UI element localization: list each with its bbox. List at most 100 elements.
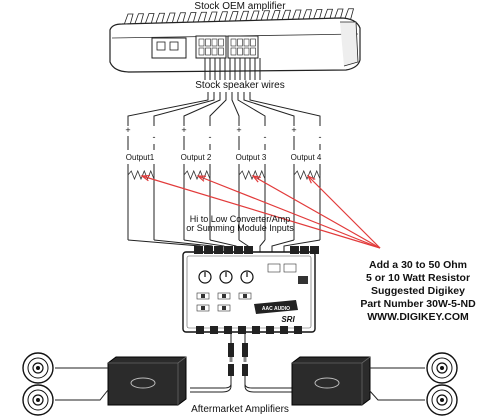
speaker-wires-label: Stock speaker wires bbox=[195, 80, 284, 91]
heatsink-fin bbox=[260, 10, 271, 22]
output-minus-sign: - bbox=[209, 132, 212, 142]
terminal-block bbox=[214, 246, 223, 254]
output-minus-sign: - bbox=[319, 132, 322, 142]
amp-body bbox=[291, 356, 371, 406]
fanout-wire bbox=[183, 92, 221, 126]
heatsink-fin bbox=[281, 9, 292, 22]
terminal-block bbox=[290, 246, 299, 254]
fanout-wire bbox=[127, 92, 209, 126]
connector-pin bbox=[230, 47, 237, 56]
resistor bbox=[238, 169, 266, 181]
fanout-wire bbox=[209, 92, 227, 126]
connector-pin bbox=[243, 47, 250, 56]
output-jack bbox=[238, 326, 246, 334]
resistor-arrows bbox=[140, 174, 381, 249]
connector-pin bbox=[205, 38, 211, 47]
output-group: + - Output 4 bbox=[291, 125, 322, 240]
amp-logo bbox=[314, 377, 340, 389]
heatsink-fin bbox=[123, 13, 134, 26]
output-jack bbox=[266, 326, 274, 334]
oem-amplifier bbox=[109, 8, 361, 73]
switch-lever bbox=[243, 294, 247, 298]
output-jack bbox=[196, 326, 204, 334]
speaker bbox=[22, 352, 54, 384]
speaker-center bbox=[440, 366, 444, 370]
aftermarket-amplifier bbox=[291, 356, 371, 406]
connector-pin bbox=[198, 47, 205, 56]
speaker-output-wires bbox=[55, 367, 425, 401]
terminal-block bbox=[234, 246, 243, 254]
output-jack bbox=[294, 326, 302, 334]
output-jack bbox=[280, 326, 288, 334]
heatsink-fin bbox=[144, 13, 155, 25]
speaker-center bbox=[36, 398, 40, 402]
connector-pin bbox=[250, 38, 256, 47]
resistor-note: Add a 30 to 50 Ohm 5 or 10 Watt Resistor… bbox=[360, 259, 476, 323]
connector-pin bbox=[250, 47, 256, 56]
output-minus-sign: - bbox=[153, 132, 156, 142]
arrow-head bbox=[306, 174, 316, 184]
output-label: Output 2 bbox=[181, 153, 212, 162]
heatsink-fin bbox=[197, 11, 208, 24]
resistor-note-line-5: WWW.DIGIKEY.COM bbox=[367, 311, 469, 323]
arrow-head bbox=[196, 175, 207, 182]
connector-pin bbox=[218, 38, 224, 47]
output-group: +-Output1 bbox=[125, 125, 156, 240]
speaker-center bbox=[440, 398, 444, 402]
oem-amp-label: Stock OEM amplifier bbox=[194, 1, 286, 12]
heatsink-fin bbox=[176, 12, 187, 24]
terminal-block bbox=[224, 246, 233, 254]
switch-lever bbox=[222, 294, 226, 298]
heatsink-fin bbox=[312, 9, 323, 21]
converter-label-1: Hi to Low Converter/Amp bbox=[190, 214, 291, 224]
wire-fanout bbox=[127, 92, 321, 126]
arrow-head bbox=[251, 175, 261, 183]
speaker-wire-bundle bbox=[204, 58, 261, 80]
terminal-block bbox=[310, 246, 319, 254]
output-label: Output1 bbox=[126, 153, 155, 162]
heatsink-fin bbox=[207, 11, 218, 24]
output-label: Output 4 bbox=[291, 153, 322, 162]
output-label: Output 3 bbox=[236, 153, 267, 162]
module-input-wire bbox=[283, 239, 321, 252]
module-input-wire bbox=[127, 239, 201, 252]
heatsink-fin bbox=[155, 12, 166, 25]
heatsink-fin bbox=[249, 10, 260, 23]
connector-pin bbox=[243, 38, 250, 47]
speaker bbox=[426, 352, 458, 384]
arrow-line bbox=[141, 175, 381, 249]
terminal-block bbox=[300, 246, 309, 254]
speaker-center bbox=[36, 366, 40, 370]
heatsink-fin bbox=[270, 10, 281, 22]
output-group: +-Output 3 bbox=[236, 125, 267, 240]
output-jack bbox=[224, 326, 232, 334]
resistor-note-line-2: 5 or 10 Watt Resistor bbox=[366, 272, 470, 284]
fanout-wire bbox=[249, 92, 321, 126]
connector-pin bbox=[218, 47, 224, 56]
output-plus-sign: + bbox=[236, 125, 241, 135]
resistor bbox=[293, 169, 321, 181]
connector-pin bbox=[211, 47, 218, 56]
heatsink-fin bbox=[302, 9, 313, 21]
terminal-block bbox=[204, 246, 213, 254]
module-input-wire bbox=[259, 239, 266, 252]
output-plus-sign: + bbox=[291, 125, 296, 135]
rca-cables bbox=[190, 332, 292, 393]
aftermarket-amplifier bbox=[107, 356, 187, 406]
heatsink-fin bbox=[291, 9, 302, 22]
arrow-head bbox=[140, 174, 151, 182]
speaker bbox=[426, 384, 458, 416]
fanout-wire bbox=[153, 92, 215, 126]
output-groups: + - Output1 + - Output 2 +-Output 3 + - Output 4 bbox=[125, 125, 322, 240]
switch-lever bbox=[222, 306, 226, 310]
aftermarket-amps-label: Aftermarket Amplifiers bbox=[191, 404, 289, 415]
fanout-wire bbox=[243, 92, 295, 126]
resistor bbox=[127, 169, 155, 181]
arrow-line bbox=[307, 175, 381, 249]
arrow-line bbox=[252, 175, 381, 249]
amp-body bbox=[107, 356, 187, 406]
output-jack bbox=[210, 326, 218, 334]
heatsink-fin bbox=[333, 8, 344, 21]
connector-pin bbox=[205, 47, 211, 56]
